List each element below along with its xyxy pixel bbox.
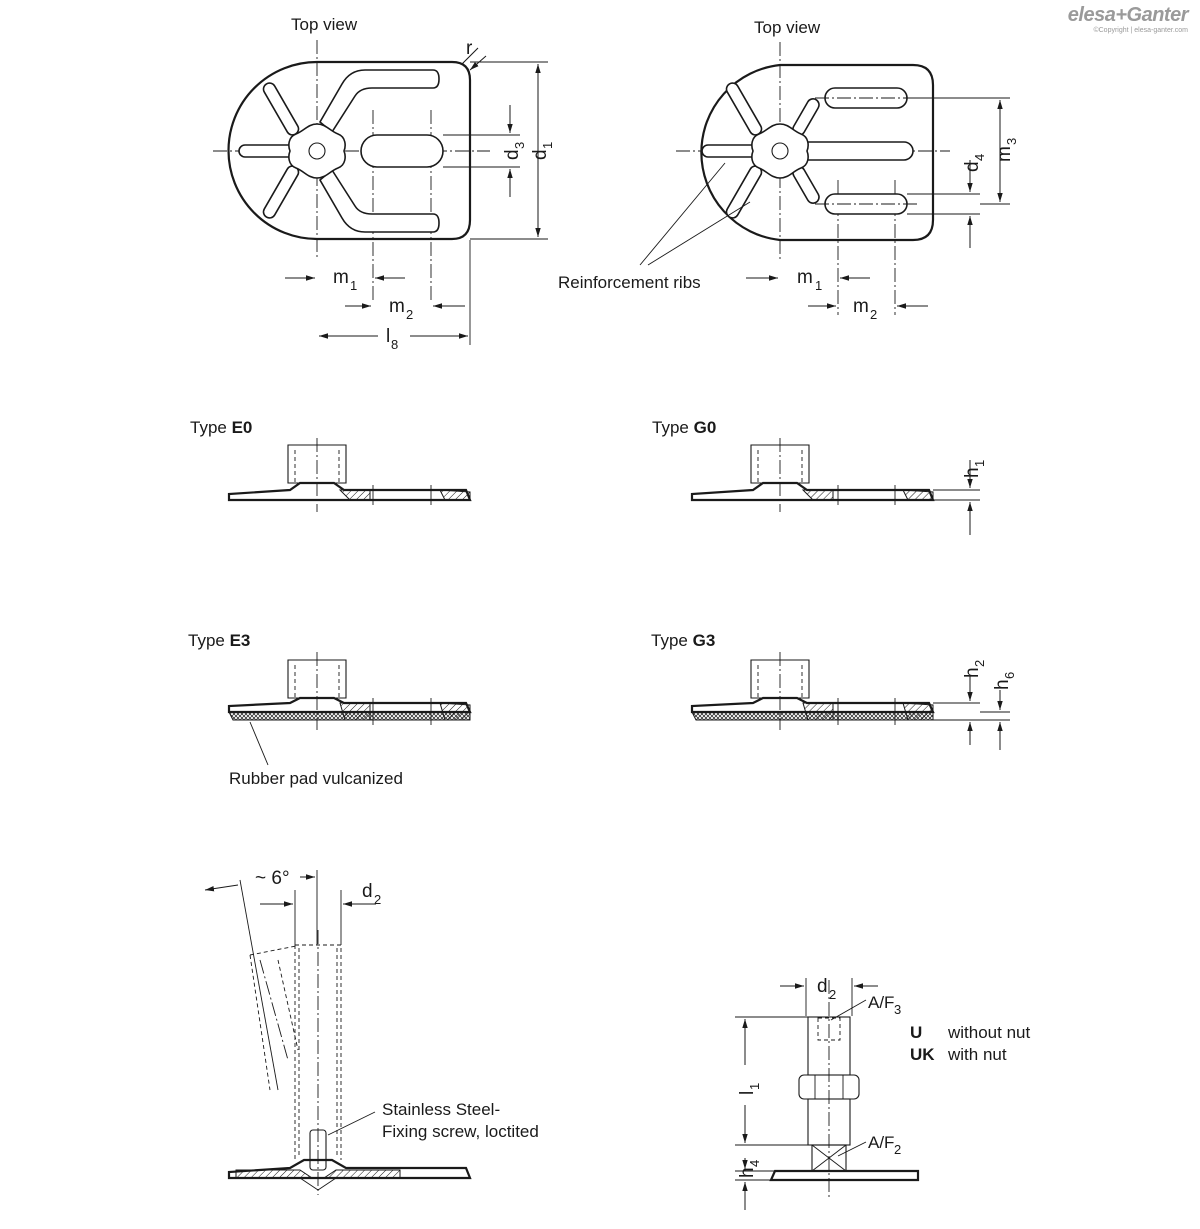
svg-text:m: m (389, 296, 405, 317)
dim-m1-left: m 1 (333, 267, 357, 293)
dim-r: r (466, 38, 473, 59)
svg-text:d: d (502, 149, 523, 160)
dim-h1: h 1 (962, 460, 987, 478)
dim-d2-tilt: d 2 (362, 881, 381, 907)
svg-text:2: 2 (374, 892, 381, 907)
type-g3-label: Type G3 (651, 631, 715, 650)
svg-text:1: 1 (815, 278, 822, 293)
svg-text:6: 6 (1002, 672, 1017, 679)
slot-left (360, 134, 444, 168)
type-g0-label: Type G0 (652, 418, 716, 437)
legend-code-u: U (910, 1023, 923, 1042)
dim-m2-left: m 2 (389, 296, 413, 322)
dim-h4: h 4 (737, 1160, 762, 1178)
svg-text:m: m (333, 267, 349, 288)
svg-text:3: 3 (894, 1002, 901, 1017)
hub-right (751, 123, 809, 179)
svg-text:3: 3 (512, 142, 527, 149)
type-e3-section: Type E3 Rubber pad vulcanized (188, 631, 472, 788)
type-e0-label: Type E0 (190, 418, 252, 437)
top-view-left-title: Top view (291, 15, 358, 34)
type-g3-section: Type G3 h 2 h 6 (651, 631, 1017, 750)
dim-d2-stud: d 2 (817, 976, 836, 1002)
brand-copyright: ©Copyright | elesa-ganter.com (1093, 27, 1188, 34)
legend-row-uk: UK with nut (910, 1044, 1030, 1066)
dim-h6: h 6 (992, 672, 1017, 690)
tilt-view-section: ~ 6° d 2 Stainless Steel- Fixing screw, … (204, 868, 539, 1195)
svg-text:h: h (962, 667, 983, 678)
dim-d3: d 3 (502, 142, 527, 160)
svg-text:m: m (797, 267, 813, 288)
svg-text:d: d (362, 881, 373, 902)
type-g0-section: Type G0 h 1 (652, 418, 987, 535)
svg-text:1: 1 (540, 142, 555, 149)
type-e0-section: Type E0 (190, 418, 472, 512)
svg-text:h: h (737, 1167, 758, 1178)
svg-text:2: 2 (870, 307, 877, 322)
svg-text:h: h (992, 679, 1013, 690)
reinforcement-ribs-label: Reinforcement ribs (558, 273, 701, 292)
top-view-left: Top view r d 1 (213, 15, 555, 352)
dim-m1-right: m 1 (797, 267, 822, 293)
svg-text:m: m (994, 146, 1015, 162)
svg-text:4: 4 (747, 1160, 762, 1167)
svg-text:l: l (386, 326, 390, 347)
hub-left (288, 123, 346, 179)
brand-name: elesa+Ganter (1067, 4, 1189, 26)
svg-text:2: 2 (972, 660, 987, 667)
svg-text:1: 1 (350, 278, 357, 293)
svg-text:1: 1 (747, 1083, 762, 1090)
svg-text:l: l (737, 1091, 758, 1095)
dim-h2: h 2 (962, 660, 987, 678)
stud-detail-section: d 2 A/F 3 A/F 2 l (735, 976, 920, 1210)
dim-d1: d 1 (530, 142, 555, 160)
tilt-angle-label: ~ 6° (255, 868, 290, 889)
svg-text:3: 3 (1004, 138, 1019, 145)
svg-text:A/F: A/F (868, 993, 894, 1012)
svg-text:A/F: A/F (868, 1133, 894, 1152)
svg-text:d: d (530, 149, 551, 160)
top-view-right: Top view d 4 (558, 18, 1019, 322)
dim-l8: l 8 (386, 326, 398, 352)
dim-l1: l 1 (737, 1083, 762, 1095)
brand-logo: elesa+Ganter ©Copyright | elesa-ganter.c… (1067, 4, 1189, 34)
legend-code-uk: UK (910, 1045, 935, 1064)
fixing-screw-label-line2: Fixing screw, loctited (382, 1122, 539, 1141)
dim-m3: m 3 (994, 138, 1019, 162)
plate-outline-left (227, 60, 472, 241)
svg-text:d: d (962, 161, 983, 172)
svg-text:d: d (817, 976, 828, 997)
svg-text:2: 2 (829, 987, 836, 1002)
fixing-screw-label-line1: Stainless Steel- (382, 1100, 500, 1119)
top-view-right-title: Top view (754, 18, 821, 37)
type-e3-label: Type E3 (188, 631, 250, 650)
dim-m2-right: m 2 (853, 296, 877, 322)
rubber-pad-label: Rubber pad vulcanized (229, 769, 403, 788)
svg-text:1: 1 (972, 460, 987, 467)
svg-text:m: m (853, 296, 869, 317)
svg-text:2: 2 (406, 307, 413, 322)
dim-af2: A/F 2 (868, 1133, 901, 1157)
svg-text:4: 4 (972, 154, 987, 161)
svg-text:8: 8 (391, 337, 398, 352)
legend-text-uk: with nut (948, 1045, 1007, 1064)
svg-text:2: 2 (894, 1142, 901, 1157)
dim-d4: d 4 (962, 154, 987, 172)
plate-outline-right (700, 63, 935, 242)
legend-text-u: without nut (948, 1023, 1031, 1042)
svg-text:h: h (962, 467, 983, 478)
dim-af3: A/F 3 (868, 993, 901, 1017)
